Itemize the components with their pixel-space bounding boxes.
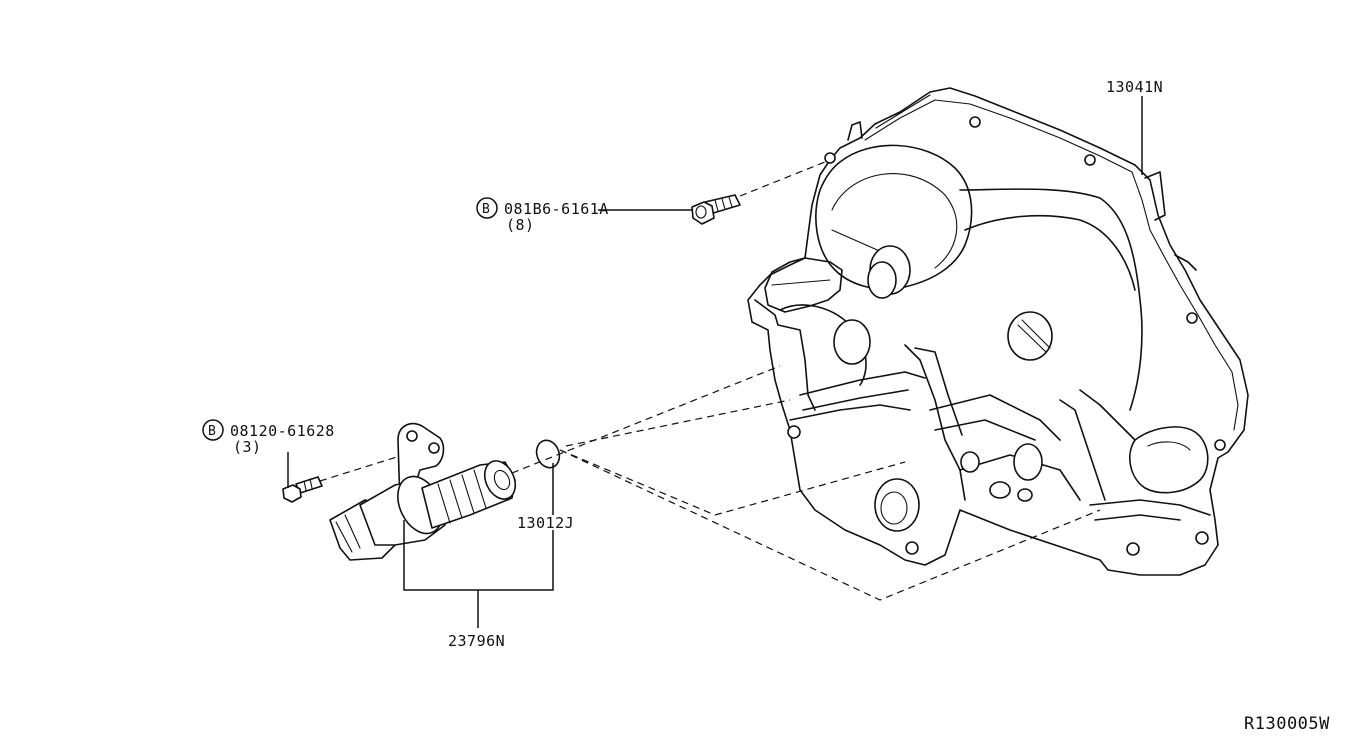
cover-bolt-illustration[interactable] — [691, 194, 741, 225]
cover-bolt-part-number: 081B6-6161A — [504, 200, 609, 218]
solenoid-bolt-part-number: 08120-61628 — [230, 422, 335, 440]
solenoid-valve-part-number: 23796N — [448, 632, 505, 650]
diagram-code: R130005W — [1244, 714, 1330, 734]
cover-part-number: 13041N — [1106, 78, 1163, 96]
label-solenoid-valve[interactable]: 23796N — [448, 632, 505, 650]
o-ring-part-number: 13012J — [517, 514, 574, 532]
solenoid-bolt-illustration[interactable] — [282, 476, 323, 503]
bolt-b-badge-icon — [202, 419, 224, 441]
label-cover[interactable]: 13041N — [1106, 78, 1163, 96]
label-o-ring[interactable]: 13012J — [517, 514, 574, 532]
solenoid-bolt-quantity: (3) — [233, 438, 262, 456]
assembly-guide-lines — [319, 161, 1101, 601]
label-cover-bolt[interactable]: B 081B6-6161A (8) — [476, 197, 609, 234]
bolt-b-badge-icon — [476, 197, 498, 219]
solenoid-bolt-prefix: B — [208, 424, 216, 439]
front-cover-illustration[interactable] — [747, 87, 1249, 576]
leader-lines — [287, 96, 1143, 628]
cover-bolt-prefix: B — [482, 202, 490, 217]
label-solenoid-bolt[interactable]: B 08120-61628 (3) — [202, 419, 335, 456]
solenoid-valve-illustration[interactable] — [329, 422, 521, 561]
cover-bolt-quantity: (8) — [506, 216, 535, 234]
